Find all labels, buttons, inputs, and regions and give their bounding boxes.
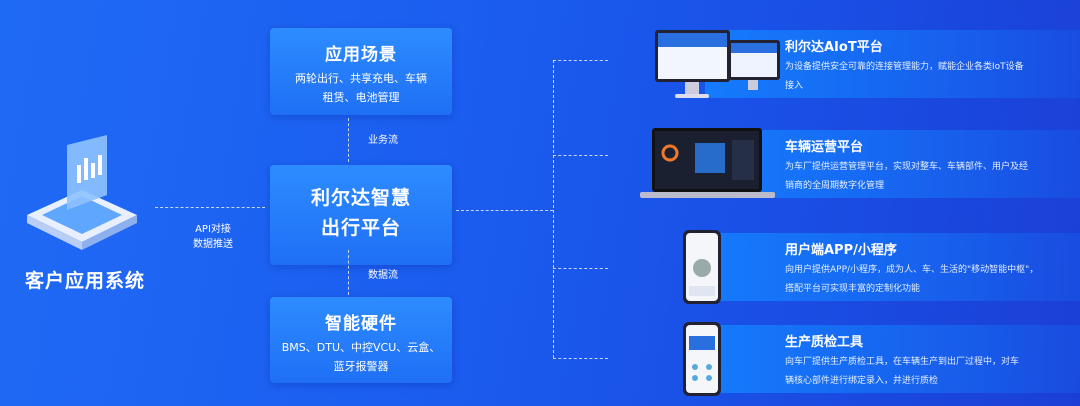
- branch-line: [553, 358, 608, 359]
- hardware-desc-2: 蓝牙报警器: [333, 360, 389, 373]
- scenario-desc-2: 租赁、电池管理: [322, 91, 400, 104]
- product-desc-2: 辆核心部件进行绑定录入，并进行质检: [785, 376, 939, 386]
- product-desc-2: 销商的全周期数字化管理: [785, 181, 885, 191]
- hardware-box: 智能硬件 BMS、DTU、中控VCU、云盒、 蓝牙报警器: [270, 297, 452, 383]
- products-trunk-line: [553, 60, 554, 358]
- branch-line: [553, 60, 608, 61]
- desktop-monitor-image: [650, 28, 780, 112]
- phone-app-image: [683, 230, 723, 309]
- data-flow-line: [348, 250, 349, 295]
- product-desc-2: 接入: [785, 81, 804, 91]
- hardware-desc-1: BMS、DTU、中控VCU、云盒、: [281, 341, 441, 354]
- product-title: 利尔达AIoT平台: [785, 40, 883, 55]
- platform-to-products-line: [456, 210, 553, 211]
- business-flow-label: 业务流: [368, 135, 398, 146]
- platform-box: 利尔达智慧 出行平台: [270, 165, 452, 265]
- client-system-title: 客户应用系统: [25, 270, 146, 292]
- scenario-desc-1: 两轮出行、共享充电、车辆: [295, 72, 427, 85]
- data-flow-label: 数据流: [368, 270, 398, 281]
- platform-title-1: 利尔达智慧: [310, 187, 411, 209]
- business-flow-line: [348, 118, 349, 162]
- api-label-line1: API对接: [195, 224, 231, 235]
- product-title: 生产质检工具: [785, 335, 864, 350]
- product-card-operations: 车辆运营平台 为车厂提供运营管理平台，实现对整车、车辆部件、用户及经 销商的全周…: [705, 130, 1080, 198]
- client-system-icon: [22, 130, 142, 250]
- product-card-app: 用户端APP/小程序 向用户提供APP/小程序，成为人、车、生活的"移动智能中枢…: [705, 233, 1080, 301]
- product-desc-1: 向车厂提供生产质检工具，在车辆生产到出厂过程中，对车: [785, 357, 1020, 367]
- scenario-box: 应用场景 两轮出行、共享充电、车辆 租赁、电池管理: [270, 28, 452, 115]
- scenario-title: 应用场景: [325, 45, 397, 65]
- hardware-title: 智能硬件: [325, 314, 397, 334]
- branch-line: [553, 155, 608, 156]
- product-title: 车辆运营平台: [785, 140, 864, 155]
- product-desc-1: 为车厂提供运营管理平台，实现对整车、车辆部件、用户及经: [785, 162, 1029, 172]
- product-title: 用户端APP/小程序: [785, 243, 897, 258]
- product-desc-1: 向用户提供APP/小程序，成为人、车、生活的"移动智能中枢"，: [785, 265, 1039, 275]
- api-label-line2: 数据推送: [193, 239, 233, 250]
- product-desc-1: 为设备提供安全可靠的连接管理能力，赋能企业各类IoT设备: [785, 62, 1024, 72]
- product-card-qc: 生产质检工具 向车厂提供生产质检工具，在车辆生产到出厂过程中，对车 辆核心部件进…: [705, 325, 1080, 393]
- api-connector-line: [155, 207, 265, 208]
- platform-title-2: 出行平台: [320, 217, 401, 239]
- laptop-image: [640, 128, 775, 207]
- branch-line: [553, 268, 608, 269]
- phone-qc-tool-image: [683, 322, 723, 401]
- api-label: API对接 数据推送: [178, 222, 248, 252]
- product-desc-2: 搭配平台可实现丰富的定制化功能: [785, 284, 921, 294]
